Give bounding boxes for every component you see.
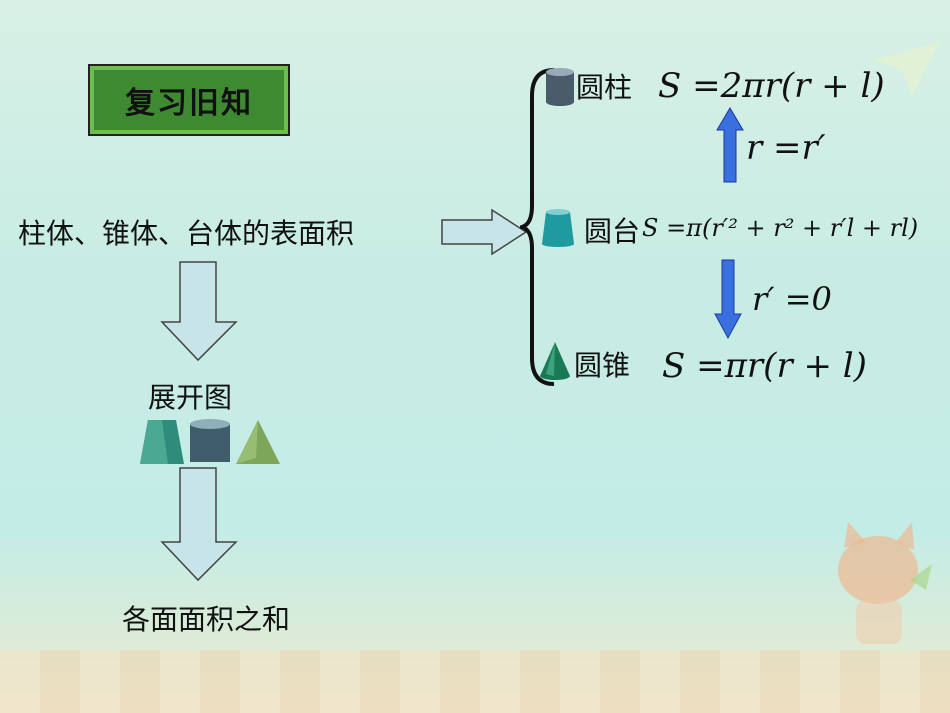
main-text: 柱体、锥体、台体的表面积 — [18, 217, 355, 250]
background-ground — [0, 650, 950, 713]
down-blue-arrow-icon — [714, 259, 742, 340]
title-box: 复习旧知 — [88, 64, 290, 136]
cylinder-name: 圆柱 — [576, 71, 633, 104]
cone-formula: S =πr(r + l) — [662, 346, 867, 386]
title-label: 复习旧知 — [125, 86, 253, 121]
arrow-up-label: r =r′ — [746, 128, 826, 168]
frustum-icon — [542, 209, 574, 247]
cone-icon — [540, 342, 570, 380]
down-arrow-icon — [160, 467, 238, 582]
cat-icon — [838, 522, 932, 644]
cylinder-icon — [546, 68, 574, 106]
arrow-down-label: r′ =0 — [752, 280, 832, 318]
unfold-label: 展开图 — [148, 381, 233, 414]
down-arrow-icon — [160, 261, 238, 362]
cylinder-formula: S =2πr(r + l) — [658, 66, 885, 106]
paper-plane-icon — [874, 42, 940, 96]
cone-name: 圆锥 — [574, 349, 631, 382]
sum-label: 各面面积之和 — [122, 603, 291, 636]
solids-icon — [140, 419, 280, 464]
frustum-formula: S =π(r′² + r² + r′l + rl) — [642, 214, 919, 242]
right-arrow-icon — [441, 208, 528, 256]
up-arrow-icon — [716, 107, 744, 183]
frustum-name: 圆台 — [584, 215, 641, 248]
brace-icon — [520, 68, 555, 386]
